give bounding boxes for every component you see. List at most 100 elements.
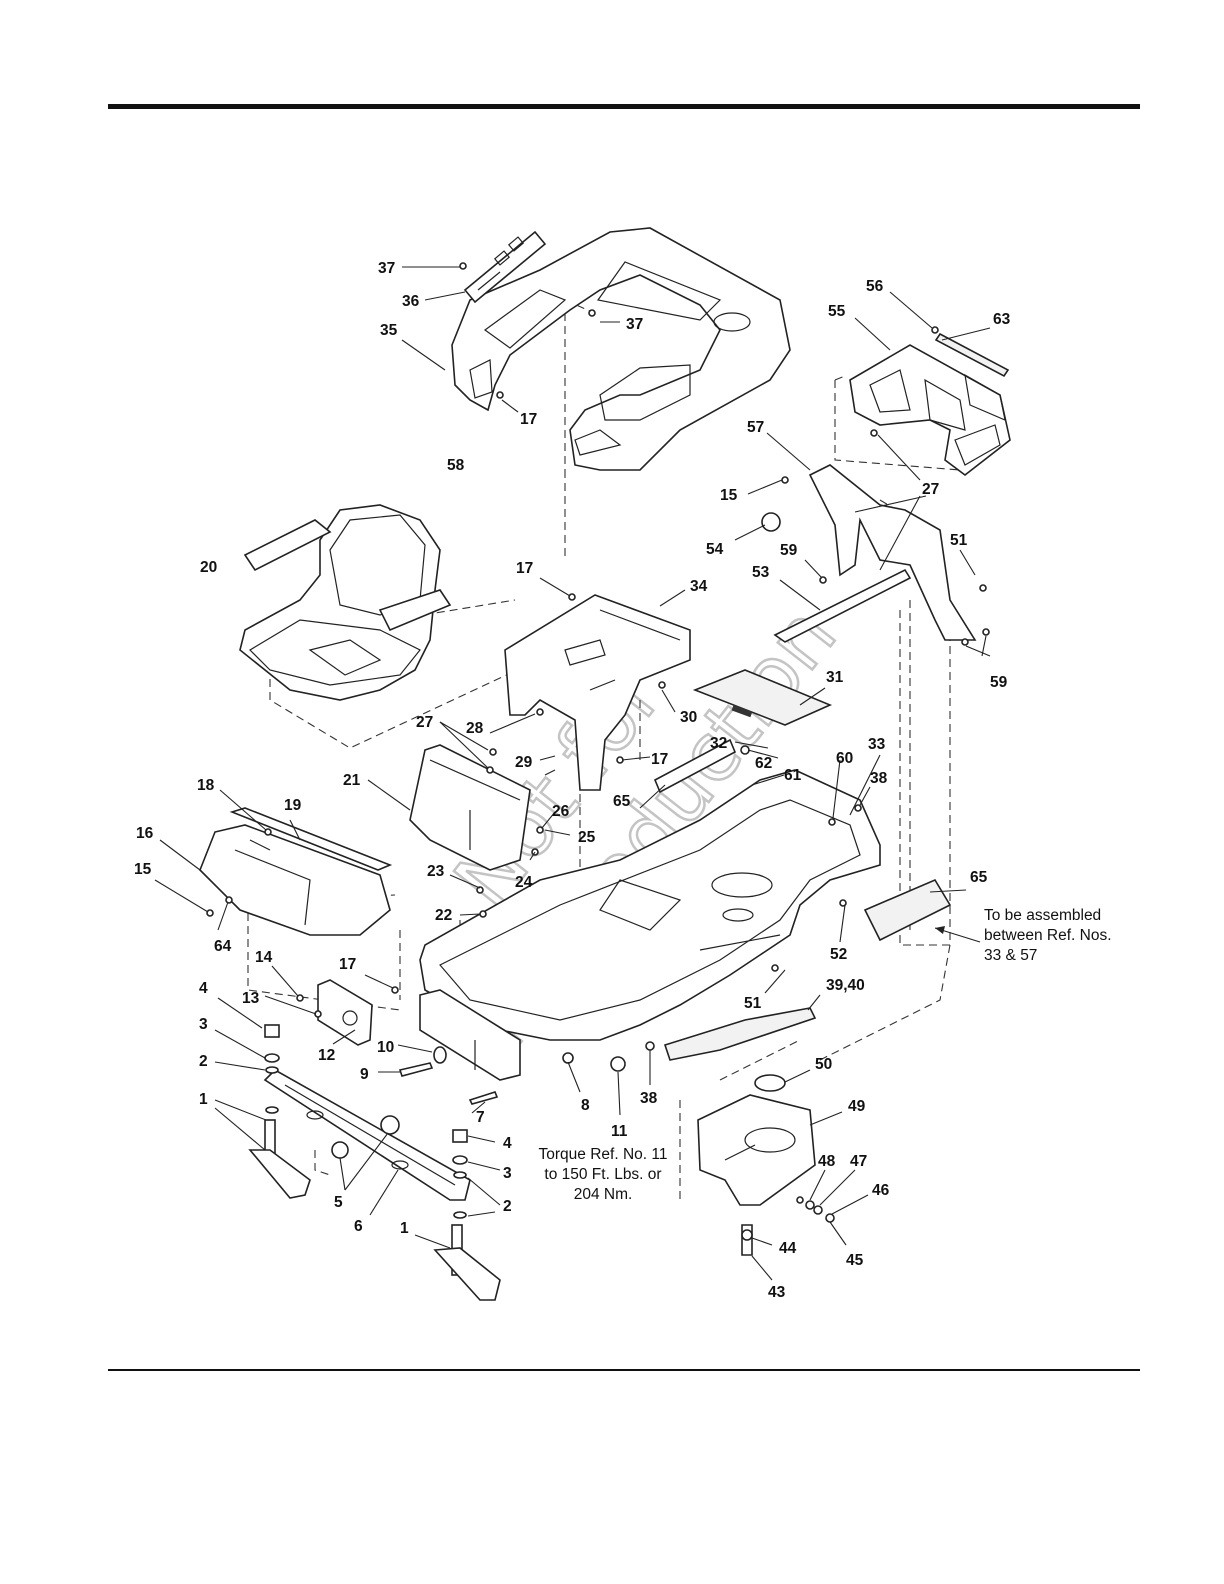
- ref-label: 13: [242, 990, 260, 1007]
- part-36-plate: [463, 230, 547, 304]
- ref-label: 52: [830, 946, 847, 963]
- ref-label: 26: [552, 803, 570, 820]
- ref-label: 5: [334, 1194, 343, 1211]
- ref-label: 36: [402, 293, 420, 310]
- ref-label: 61: [784, 767, 802, 784]
- ref-label: 14: [255, 949, 273, 966]
- part-65-strip-upper: [653, 738, 737, 794]
- ref-label: 15: [720, 487, 738, 504]
- ref-label: 59: [990, 674, 1008, 691]
- part-54-ball: [761, 512, 781, 532]
- ref-label: 3: [503, 1165, 512, 1182]
- ref-label: 24: [515, 874, 533, 891]
- ref-label: 34: [690, 578, 708, 595]
- part-12-plate: [317, 979, 373, 1046]
- ref-label: 4: [199, 980, 208, 997]
- ref-label: 35: [380, 322, 398, 339]
- ref-label: 2: [199, 1053, 208, 1070]
- part-21-cover: [409, 744, 531, 871]
- part-55-rear-panel: [849, 344, 1011, 477]
- ref-label: 47: [850, 1153, 867, 1170]
- ref-label: 20: [200, 559, 217, 576]
- assembly-note-line2: between Ref. Nos.: [984, 927, 1112, 944]
- ref-label: 12: [318, 1047, 335, 1064]
- ref-label: 54: [706, 541, 724, 558]
- ref-label: 43: [768, 1284, 786, 1301]
- torque-note-line2: to 150 Ft. Lbs. or: [544, 1166, 662, 1183]
- part-1-caster-left: [248, 1119, 311, 1199]
- ref-label: 15: [134, 861, 152, 878]
- ref-label: 30: [680, 709, 697, 726]
- part-33-frame: [419, 769, 881, 1041]
- part-31-panel: [692, 669, 833, 726]
- small-fasteners: [206, 262, 990, 1018]
- ref-label: 37: [378, 260, 395, 277]
- part-45-48-hardware: [796, 1196, 835, 1223]
- footer-rule: [108, 1369, 1140, 1371]
- ref-label: 46: [872, 1182, 890, 1199]
- ref-label: 17: [339, 956, 356, 973]
- ref-label: 7: [476, 1109, 485, 1126]
- ref-label: 1: [400, 1220, 409, 1237]
- ref-label: 44: [779, 1240, 797, 1257]
- ref-label: 45: [846, 1252, 864, 1269]
- ref-label: 8: [581, 1097, 590, 1114]
- ref-label: 11: [611, 1123, 628, 1140]
- ref-label: 4: [503, 1135, 512, 1152]
- ref-label: 1: [199, 1091, 208, 1108]
- ref-label: 2: [503, 1198, 512, 1215]
- ref-label: 51: [744, 995, 762, 1012]
- ref-label: 19: [284, 797, 302, 814]
- ref-label: 17: [516, 560, 533, 577]
- part-35-console: [451, 227, 791, 471]
- part-43-44-fitting: [741, 1224, 753, 1256]
- torque-note-line3: 204 Nm.: [573, 1186, 633, 1203]
- torque-note-line1: Torque Ref. No. 11: [538, 1146, 668, 1163]
- ref-label: 17: [520, 411, 537, 428]
- part-19-strip: [229, 807, 393, 871]
- assembly-note: To be assembled between Ref. Nos. 33 & 5…: [984, 906, 1112, 966]
- ref-label: 63: [993, 311, 1011, 328]
- ref-label: 39,40: [826, 977, 865, 994]
- ref-label: 59: [780, 542, 798, 559]
- part-49-fuel-tank: [697, 1094, 816, 1206]
- ref-label: 65: [613, 793, 631, 810]
- part-50-cap: [754, 1074, 786, 1092]
- part-57-bracket: [808, 464, 977, 641]
- ref-label: 32: [710, 735, 727, 752]
- ref-label: 65: [970, 869, 988, 886]
- ref-label: 23: [427, 863, 445, 880]
- header-rule: [108, 104, 1140, 109]
- assembly-note-line3: 33 & 57: [984, 947, 1038, 964]
- ref-label: 62: [755, 755, 772, 772]
- ref-label: 51: [950, 532, 968, 549]
- ref-label: 27: [416, 714, 433, 731]
- ref-label: 49: [848, 1098, 866, 1115]
- ref-label: 55: [828, 303, 846, 320]
- ref-label: 6: [354, 1218, 363, 1235]
- ref-label: 64: [214, 938, 232, 955]
- part-16-fender: [199, 824, 391, 936]
- part-20-seat: [239, 504, 452, 701]
- part-4-bumper-right: [452, 1129, 468, 1219]
- part-63-strip: [934, 332, 1010, 378]
- ref-label: 48: [818, 1153, 836, 1170]
- ref-label: 28: [466, 720, 484, 737]
- leader-lines: [154, 266, 991, 1281]
- ref-label: 9: [360, 1066, 369, 1083]
- ref-label: 50: [815, 1056, 832, 1073]
- ref-label: 38: [870, 770, 888, 787]
- front-channel: [419, 989, 521, 1081]
- ref-label: 57: [747, 419, 764, 436]
- part-1-caster-right: [433, 1224, 501, 1301]
- part-39-40-skirt: [663, 1007, 817, 1061]
- ref-label: 17: [651, 751, 668, 768]
- ref-label: 16: [136, 825, 154, 842]
- assembly-note-line1: To be assembled: [984, 907, 1102, 924]
- ref-label: 33: [868, 736, 886, 753]
- part-5-bushings: [331, 1115, 400, 1159]
- part-34-seat-plate: [504, 594, 691, 791]
- ref-label: 38: [640, 1090, 658, 1107]
- part-65-strip-lower: [863, 878, 952, 942]
